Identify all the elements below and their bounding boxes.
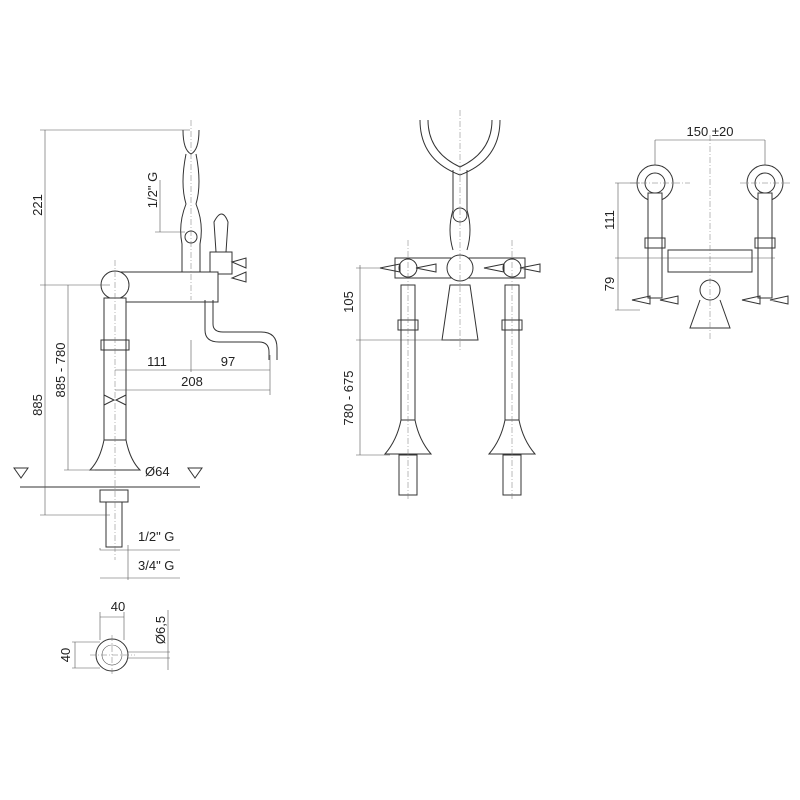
dim-centers: 150 ±20 <box>687 124 734 139</box>
base-flanges <box>383 419 537 455</box>
dim-spout-reach: 208 <box>181 374 203 389</box>
spout-front <box>441 284 479 341</box>
dim-thread-inner: 1/2" G <box>138 529 174 544</box>
spout <box>204 300 278 360</box>
center-column <box>449 170 471 251</box>
side-view: 221 1/2" G 885 885 - 780 111 97 208 Ø64 … <box>13 120 278 580</box>
cross-handle <box>230 257 247 283</box>
dim-thread-outer: 3/4" G <box>138 558 174 573</box>
dim-base-diameter: Ø64 <box>145 464 170 479</box>
left-arm <box>647 192 663 299</box>
dim-top-upper: 111 <box>602 210 617 230</box>
body-column <box>180 153 202 274</box>
dim-offset-a: 111 <box>147 354 167 369</box>
lever-handle <box>213 213 229 253</box>
fixing-nut <box>99 489 129 503</box>
handle-hub <box>209 251 233 275</box>
break-mark <box>103 394 127 406</box>
dim-hole-diameter: Ø6,5 <box>153 616 168 644</box>
dim-height-range: 885 - 780 <box>53 343 68 398</box>
dim-top-lower: 79 <box>602 277 617 291</box>
dim-front-lower: 780 - 675 <box>341 371 356 426</box>
dim-plan-height: 40 <box>58 648 73 662</box>
horizontal-bar <box>117 271 219 303</box>
plan-detail: 40 40 Ø6,5 <box>58 599 170 675</box>
dim-total-height: 885 <box>30 394 45 416</box>
dim-offset-b: 97 <box>221 354 235 369</box>
dim-height-top: 221 <box>30 194 45 216</box>
floor-level-icon <box>13 467 203 479</box>
threaded-rod <box>105 501 123 548</box>
cross-handles <box>379 263 541 273</box>
front-view: 105 780 - 675 <box>341 110 541 500</box>
top-view: 150 ±20 111 79 <box>602 124 790 340</box>
dim-inlet-thread-top: 1/2" G <box>145 172 160 208</box>
dim-plan-width: 40 <box>111 599 125 614</box>
right-arm <box>757 192 773 299</box>
dim-front-upper: 105 <box>341 291 356 313</box>
